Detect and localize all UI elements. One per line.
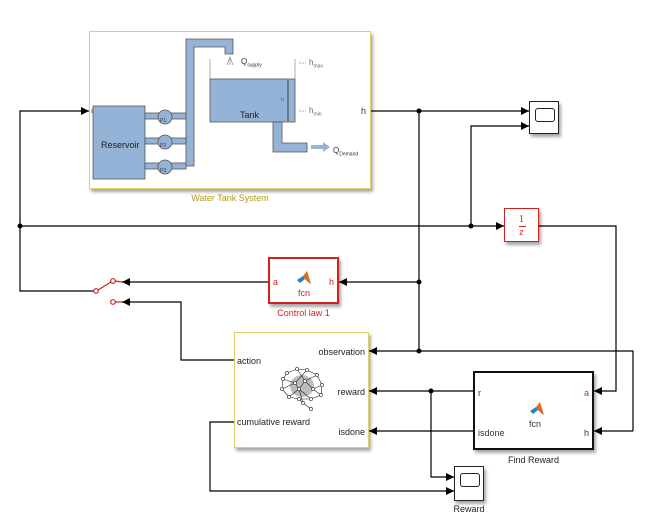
junction-dot: [428, 388, 434, 394]
matlab-logo-icon: [530, 402, 544, 415]
matlab-logo-icon: [297, 271, 311, 284]
control-law-label: Control law 1: [277, 308, 330, 318]
arrow-icon: [496, 222, 504, 230]
arrow-icon: [122, 278, 130, 286]
port-h-label: h: [328, 277, 334, 287]
pump-label: P2: [160, 143, 167, 149]
port-action-label: action: [237, 356, 262, 366]
port-h-label: h: [360, 106, 366, 116]
tank-label: Tank: [240, 110, 260, 120]
wire-delay-to-find-reward[interactable]: [539, 225, 617, 392]
reward-scope-block[interactable]: [454, 466, 484, 501]
manual-switch-icon[interactable]: [93, 278, 123, 305]
wire-cumulative-reward[interactable]: [209, 421, 454, 492]
arrow-icon: [521, 122, 529, 130]
junction-dot: [17, 223, 23, 229]
arrow-icon: [446, 473, 454, 481]
scope-icon: [535, 108, 555, 122]
level-label: h: [281, 97, 284, 103]
port-a-label: a: [273, 277, 279, 287]
port-reward-label: reward: [337, 387, 365, 397]
vertical-pipe: [185, 38, 234, 167]
arrow-icon: [521, 107, 529, 115]
junction-dot: [416, 108, 422, 114]
fraction-bar: [519, 226, 526, 227]
delay-denominator: z: [519, 227, 524, 238]
reward-scope-label: Reward: [453, 504, 485, 514]
arrow-icon: [369, 387, 377, 395]
neural-network-icon: [280, 367, 324, 411]
arrow-icon: [81, 107, 89, 115]
port-cumulative-reward-label: cumulative reward: [237, 417, 311, 427]
outlet-pipe: [272, 121, 308, 153]
demand-arrow-icon: [311, 142, 330, 152]
pump-icon: [157, 159, 173, 175]
arrow-icon: [122, 298, 130, 306]
wire-action-to-switch[interactable]: [122, 301, 234, 361]
hmin-label: hmin: [309, 106, 322, 118]
demand-label: QDemand: [333, 146, 359, 158]
junction-dot: [416, 279, 422, 285]
pump-label: P3: [160, 168, 167, 174]
arrow-icon: [594, 427, 602, 435]
reservoir-shape: [92, 105, 146, 180]
scope-block[interactable]: [529, 101, 559, 134]
water-tank-system-label: Water Tank System: [191, 193, 269, 203]
arrow-icon: [339, 278, 347, 286]
arrow-icon: [369, 347, 377, 355]
hmax-label: hmax: [309, 58, 323, 70]
wire-a-to-scope[interactable]: [470, 125, 529, 226]
junction-dot: [468, 223, 474, 229]
port-a-label: a: [583, 388, 589, 398]
arrow-icon: [446, 487, 454, 495]
pump-icon: [157, 134, 173, 150]
unit-delay-block[interactable]: 1 z: [504, 208, 539, 242]
arrow-icon: [369, 427, 377, 435]
reservoir-label: Reservoir: [101, 140, 140, 150]
water-tank-system-block[interactable]: a h Reservoir Tank h P1 P2 P3 Qsupply hm…: [89, 31, 371, 189]
pump-icon: [157, 109, 173, 125]
tank-water: [209, 78, 296, 123]
rl-agent-block[interactable]: action cumulative reward observation rew…: [234, 332, 369, 448]
junction-dot: [416, 348, 422, 354]
fcn-label: fcn: [298, 288, 311, 298]
find-reward-label: Find Reward: [507, 455, 560, 465]
wire-switch-to-reservoir[interactable]: [19, 110, 96, 292]
port-isdone-label: isdone: [338, 427, 365, 437]
arrow-icon: [594, 387, 602, 395]
fcn-label: fcn: [529, 419, 542, 429]
delay-numerator: 1: [519, 214, 524, 225]
scope-icon: [460, 473, 480, 487]
control-law-block[interactable]: a h fcn: [268, 257, 339, 304]
pump-label: P1: [160, 118, 167, 124]
port-observation-label: observation: [318, 347, 365, 357]
port-r-label: r: [478, 388, 481, 398]
find-reward-block[interactable]: r isdone a h fcn: [473, 371, 594, 450]
port-h-label: h: [583, 428, 589, 438]
supply-label: Qsupply: [241, 57, 262, 69]
port-isdone-label: isdone: [478, 428, 505, 438]
